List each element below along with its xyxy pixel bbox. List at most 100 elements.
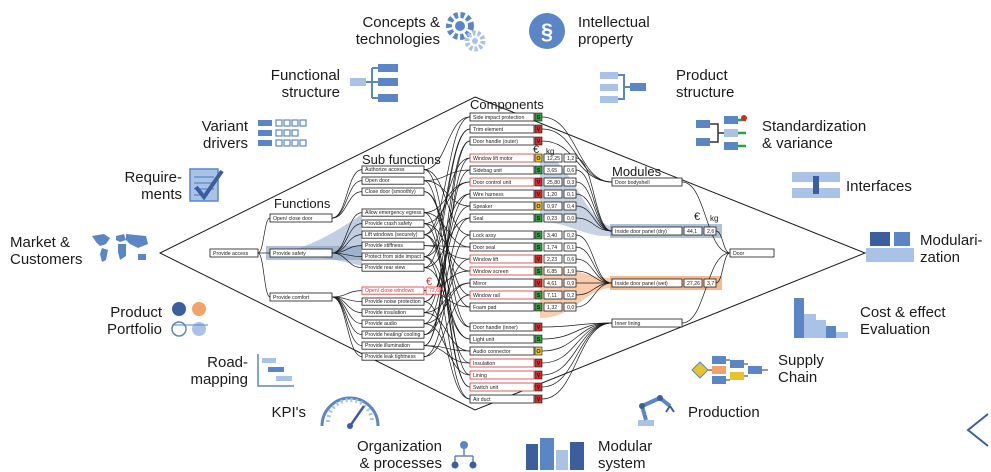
module-cost-box [683, 226, 703, 236]
module-box [611, 278, 683, 288]
subfunction-box [361, 319, 425, 328]
module-weight-box-label: 3,7 [707, 281, 714, 287]
module-box [611, 318, 683, 328]
link-line [575, 258, 613, 284]
component-box [469, 124, 535, 134]
subfunction-box-label: Lift windows (securely) [365, 232, 418, 238]
link-line [423, 212, 471, 248]
module-weight-box [703, 226, 717, 236]
standardization-tag-label: O [536, 204, 541, 210]
component-cost-box-label: 25,80 [547, 180, 560, 186]
subfunction-box-label: Provide noise protection [365, 299, 421, 305]
subfunction-box [361, 330, 425, 339]
module-box-label: Inner lining [615, 321, 640, 327]
subfunction-box-label: Provide audio [365, 321, 397, 327]
component-box [469, 266, 535, 276]
component-cost-box [543, 242, 563, 252]
component-box-label: Door control unit [473, 180, 512, 186]
link-line [331, 296, 363, 324]
component-box [469, 254, 535, 264]
link-line [423, 180, 471, 376]
component-cost-box [543, 201, 563, 211]
org-chart-icon [451, 441, 477, 469]
component-cost-box-label: 2,23 [547, 257, 557, 263]
standardization-tag-label: V [537, 257, 541, 263]
component-weight-box [563, 230, 577, 240]
standardization-tag [534, 213, 543, 223]
standardization-tag-label: V [537, 281, 541, 287]
standardization-tag [534, 370, 543, 380]
link-line [541, 322, 613, 388]
modularization-icon [866, 232, 914, 262]
subfunction-box [361, 208, 425, 217]
component-cost-box-label: 0,97 [547, 204, 557, 210]
standardization-tag [534, 382, 543, 392]
subfunction-box-label: Provide crash safety [365, 221, 412, 227]
function-tree-icon [350, 64, 398, 102]
ip-label: Intellectual property [578, 14, 650, 48]
standardization-tag [534, 136, 543, 146]
component-weight-box [563, 242, 577, 252]
link-line [423, 205, 471, 302]
standardization-tag-label: S [537, 168, 541, 174]
component-box [469, 213, 535, 223]
component-cost-box-label: 0,23 [547, 216, 557, 222]
subfunction-box [361, 263, 425, 272]
standardization-label: Standardization & variance [762, 118, 867, 152]
component-box [469, 201, 535, 211]
link-line [331, 296, 363, 357]
standardization-tag-label: V [537, 361, 541, 367]
standardization-tag-label: S [537, 115, 541, 121]
standardization-tag-label: V [537, 385, 541, 391]
component-cost-box-label: 1,32 [547, 305, 557, 311]
link-line [715, 252, 731, 284]
subfunction-box [361, 176, 425, 185]
function-box [269, 248, 333, 258]
component-box-label: Window lift motor [473, 156, 513, 162]
module-cost-box-label: 44,1 [687, 229, 697, 235]
concepts-label: Concepts & technologies [355, 14, 440, 48]
component-weight-box [563, 278, 577, 288]
component-box [469, 358, 535, 368]
subfunction-box-label: Close door (smoothly) [365, 189, 416, 195]
link-line [423, 193, 471, 257]
link-line [575, 217, 613, 232]
component-box-label: Window rail [473, 293, 500, 299]
subfunction-box-label: Protect from side impact [365, 254, 421, 260]
chevron-left-icon[interactable] [964, 410, 990, 450]
subfunction-box-label: Provide leak tightness [365, 354, 416, 360]
component-weight-box [563, 177, 577, 187]
subfunction-box-label: Provide insulation [365, 310, 406, 316]
standardization-tag-label: V [537, 192, 541, 198]
component-box-label: Seal [473, 216, 483, 222]
component-box-label: Door handle (inner) [473, 325, 518, 331]
standardization-tag [534, 201, 543, 211]
component-cost-box [543, 254, 563, 264]
standardization-tag-label: V [537, 139, 541, 145]
link-line [331, 296, 363, 346]
link-line [423, 245, 471, 260]
link-line [541, 322, 613, 400]
component-box [469, 153, 535, 163]
module-box [611, 177, 683, 187]
module-box [611, 226, 683, 236]
component-weight-box [563, 266, 577, 276]
standardization-tag-label: V [537, 127, 541, 133]
component-weight-box-label: 1,9 [567, 269, 574, 275]
subfunction-box [361, 286, 425, 295]
link-line [541, 322, 613, 352]
component-box [469, 370, 535, 380]
component-cost-box-label: 6,85 [547, 269, 557, 275]
link-line [331, 223, 363, 254]
link-line [423, 116, 471, 170]
component-cost-box [543, 290, 563, 300]
component-cost-box [543, 189, 563, 199]
gauge-icon [320, 396, 380, 429]
component-box-label: Trim element [473, 127, 504, 133]
standardization-tag [534, 153, 543, 163]
subfunction-box [361, 219, 425, 228]
subfunction-box-label: Provide illumination [365, 343, 410, 349]
functions-header: Functions [274, 196, 331, 211]
